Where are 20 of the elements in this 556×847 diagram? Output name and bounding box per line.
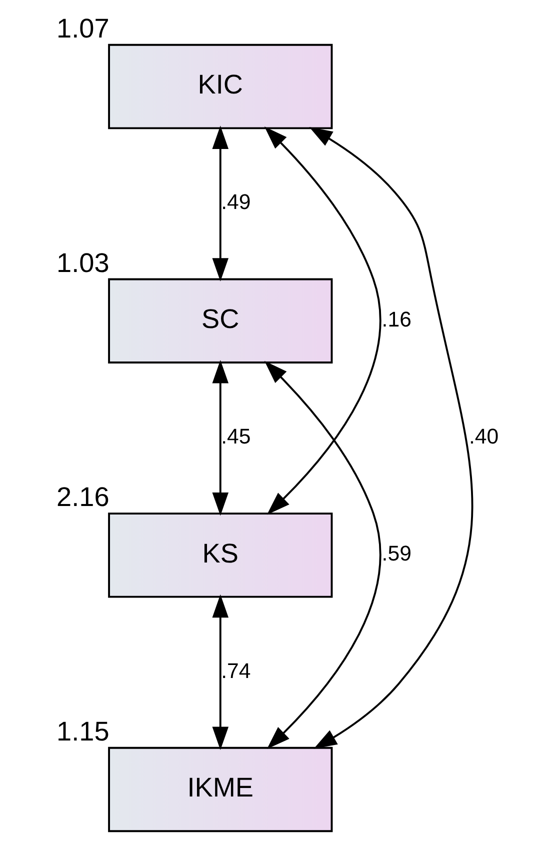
node-box: IKME — [108, 746, 333, 832]
node-label: 1.07 — [56, 12, 110, 44]
node-label: 1.03 — [56, 246, 110, 278]
edge-label: .45 — [221, 424, 251, 448]
node-label: 1.15 — [56, 716, 110, 747]
arrow — [212, 126, 229, 282]
edge-label: .59 — [382, 542, 412, 566]
arrow — [264, 360, 382, 750]
edge-label: .40 — [468, 424, 499, 448]
node-box: SC — [108, 278, 333, 364]
arrow — [212, 360, 229, 516]
node-box: KIC — [108, 44, 333, 130]
arrow — [264, 126, 382, 515]
edge-label: .49 — [221, 190, 251, 214]
edge-label: .74 — [221, 658, 251, 683]
arrow — [212, 594, 229, 750]
node-box: KS — [108, 512, 333, 598]
edge-label: .16 — [382, 307, 412, 332]
arrow — [309, 126, 474, 749]
node-label: 2.16 — [56, 481, 110, 512]
